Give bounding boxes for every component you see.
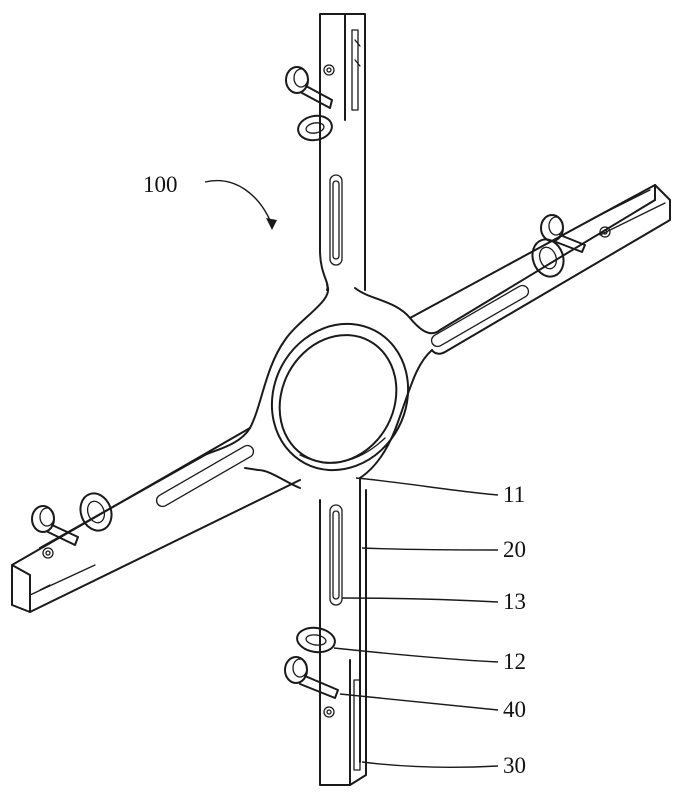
left-eye-nut	[75, 489, 116, 535]
right-arm-slot	[429, 283, 530, 348]
cross-bracket-body	[12, 14, 670, 785]
assembly-arrowhead	[266, 218, 277, 230]
leader-20	[362, 548, 498, 550]
leader-11	[356, 478, 498, 495]
left-rivet	[43, 548, 53, 558]
label-20: 20	[503, 537, 526, 562]
upper-eye-nut	[296, 113, 334, 143]
label-30: 30	[503, 753, 526, 778]
lower-thumb-screw	[285, 657, 338, 698]
lower-eye-nut	[296, 625, 337, 654]
lower-arm	[285, 490, 366, 785]
upper-arm	[286, 14, 365, 290]
plate-outline	[40, 200, 655, 762]
upper-rivet	[324, 65, 334, 75]
ring-outer-edge	[247, 300, 434, 494]
label-11: 11	[503, 482, 525, 507]
lower-arm-slot	[330, 505, 342, 605]
ring-inner-edge	[258, 314, 419, 483]
assembly-arrow	[205, 181, 272, 225]
leader-12	[334, 648, 498, 662]
leader-30	[362, 762, 498, 767]
label-100: 100	[143, 172, 178, 197]
leader-40	[340, 694, 498, 710]
upper-arm-slot	[330, 175, 342, 265]
label-40: 40	[503, 697, 526, 722]
left-arm	[12, 428, 300, 612]
lower-rivet	[324, 707, 334, 717]
label-13: 13	[503, 589, 526, 614]
label-12: 12	[503, 649, 526, 674]
